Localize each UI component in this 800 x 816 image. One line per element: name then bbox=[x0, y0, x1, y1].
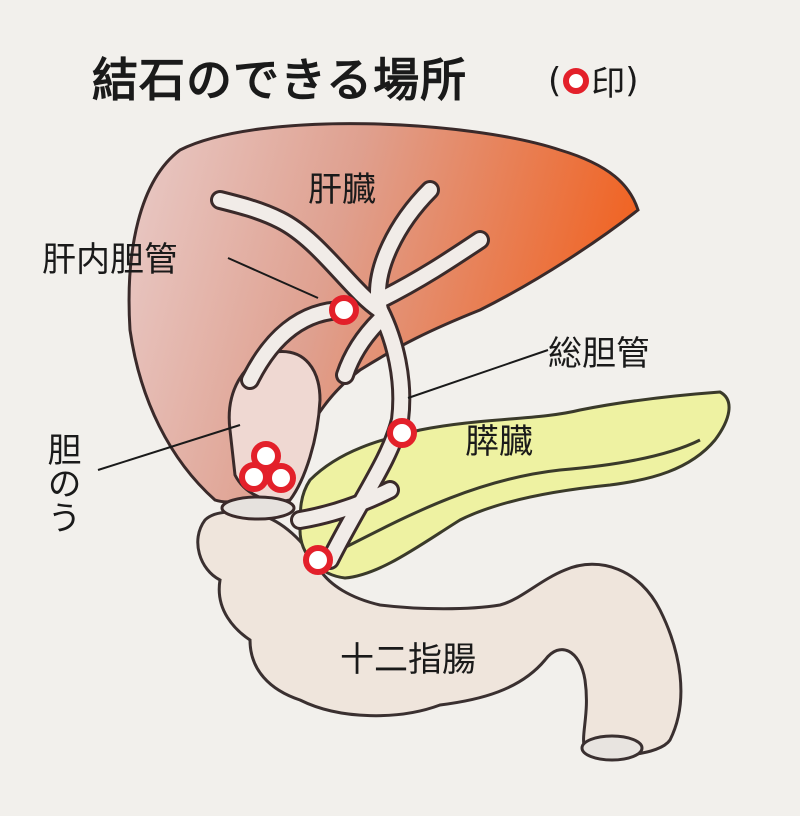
stone-common-duct bbox=[387, 418, 417, 448]
duodenum-end bbox=[580, 734, 644, 762]
label-intrahepatic-duct: 肝内胆管 bbox=[42, 240, 178, 280]
legend-paren-open: ( bbox=[548, 60, 562, 101]
label-common-bile-duct: 総胆管 bbox=[548, 334, 650, 374]
gallbladder-neck bbox=[220, 495, 296, 521]
stone-mark-icon bbox=[563, 67, 590, 94]
stone-intrahepatic bbox=[329, 295, 359, 325]
legend: ( 印 ) bbox=[548, 56, 639, 105]
stone-papilla bbox=[303, 545, 333, 575]
stone-gallbladder bbox=[239, 462, 269, 492]
legend-paren-close: ) bbox=[625, 60, 639, 101]
stones bbox=[239, 295, 417, 575]
label-liver: 肝臓 bbox=[308, 170, 376, 210]
label-gallbladder: 胆のう bbox=[41, 432, 81, 534]
label-duodenum: 十二指腸 bbox=[340, 640, 476, 680]
stone-gallbladder bbox=[266, 463, 296, 493]
legend-label: 印 bbox=[591, 64, 626, 104]
leader-lines bbox=[97, 257, 549, 471]
pancreatic-duct bbox=[329, 438, 701, 557]
label-pancreas: 膵臓 bbox=[465, 422, 533, 462]
page-title: 結石のできる場所 bbox=[92, 53, 468, 107]
